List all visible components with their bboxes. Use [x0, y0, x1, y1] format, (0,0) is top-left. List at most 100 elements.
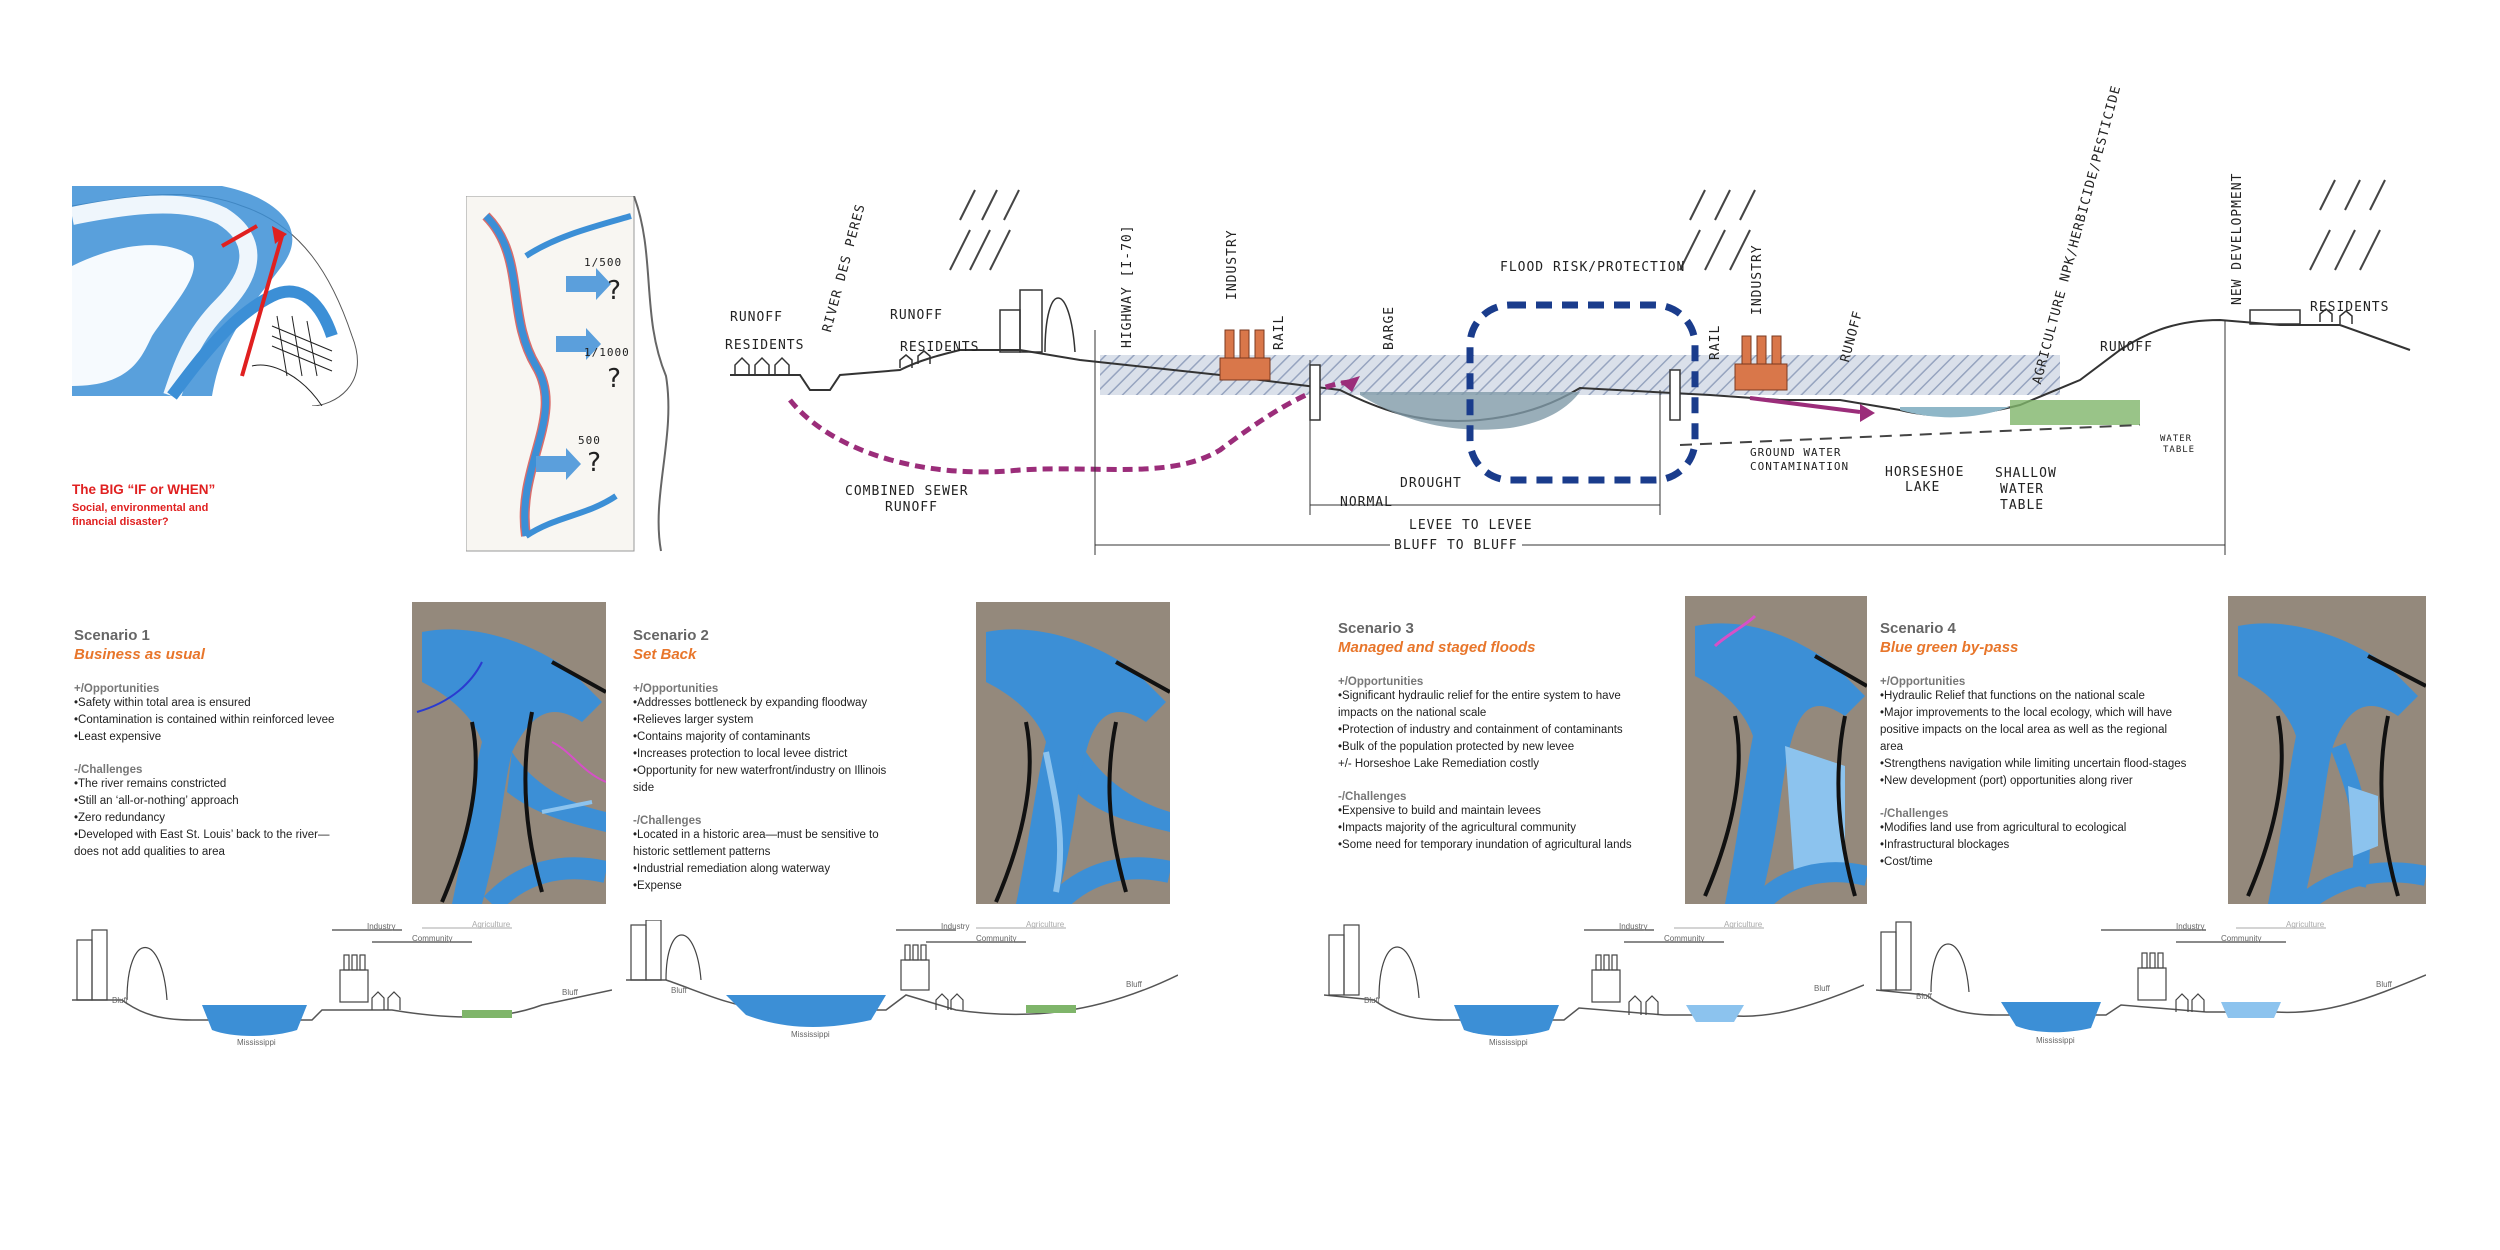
- bullet: side: [633, 782, 655, 794]
- bullet: •Least expensive: [74, 731, 162, 743]
- label-community: Community: [976, 934, 1017, 943]
- bullet: •Addresses bottleneck by expanding flood…: [633, 697, 868, 709]
- section-label-drought: DROUGHT: [1400, 476, 1462, 491]
- section-sketch: RUNOFF RESIDENTS RIVER DES PERES RUNOFF …: [720, 84, 2440, 560]
- small-section-4: Industry Community Agriculture Bluff Blu…: [1875, 920, 2427, 1050]
- aerial-map-2: [976, 602, 1173, 912]
- sketch-label: ?: [606, 364, 623, 394]
- bullet: •Expense: [633, 880, 682, 892]
- challenges-heading: -/Challenges: [74, 764, 143, 776]
- bullet: historic settlement patterns: [633, 846, 771, 858]
- bullet: •Relieves larger system: [633, 714, 754, 726]
- scenario-title: Scenario 3: [1338, 620, 1414, 637]
- bullet: •Infrastructural blockages: [1880, 839, 2010, 851]
- bullet: positive impacts on the local area as we…: [1880, 724, 2168, 736]
- sketch-label: 1/1000: [584, 346, 630, 359]
- label-bluff: Bluff: [112, 996, 128, 1005]
- opportunities-heading: +/Opportunities: [1338, 676, 1424, 688]
- bullet: •Strengthens navigation while limiting u…: [1880, 758, 2187, 770]
- label-bluff: Bluff: [1364, 996, 1380, 1005]
- intro-subtitle-line: Social, environmental and: [72, 502, 209, 514]
- sketch-map: 1/500 ? 1/1000 ? 500 ?: [465, 195, 676, 556]
- section-label-watertable: WATER: [2160, 434, 2193, 444]
- challenges-heading: -/Challenges: [1880, 808, 1949, 820]
- bullet: •Zero redundancy: [74, 812, 165, 824]
- section-label-residents: RESIDENTS: [900, 340, 980, 355]
- bullet: •The river remains constricted: [74, 778, 227, 790]
- label-mississippi: Mississippi: [2036, 1036, 2075, 1045]
- intro-title: The BIG “IF or WHEN” Social, environment…: [72, 482, 215, 529]
- scenario-name: Managed and staged floods: [1338, 639, 1536, 656]
- label-bluff: Bluff: [1814, 984, 1830, 993]
- label-bluff: Bluff: [562, 988, 578, 997]
- bullet: •Opportunity for new waterfront/industry…: [633, 765, 887, 777]
- section-label-runoff: RUNOFF: [890, 308, 943, 323]
- section-label-rail: RAIL: [1272, 314, 1287, 350]
- sketch-label: ?: [586, 448, 603, 478]
- section-label-sewer-runoff: RUNOFF: [885, 500, 938, 515]
- bullet: •Hydraulic Relief that functions on the …: [1880, 690, 2145, 702]
- sketch-label: 1/500: [584, 256, 623, 269]
- bullet: does not add qualities to area: [74, 846, 225, 858]
- intro-heading: The BIG “IF or WHEN”: [72, 482, 216, 497]
- section-label-groundwater: GROUND WATER: [1750, 446, 1842, 459]
- scenario-4: Scenario 4 Blue green by-pass +/Opportun…: [1880, 620, 2220, 871]
- section-label-sewer: COMBINED SEWER: [845, 484, 969, 499]
- bullet: •Located in a historic area—must be sens…: [633, 829, 879, 841]
- label-agriculture: Agriculture: [1724, 920, 1763, 929]
- label-agriculture: Agriculture: [1026, 920, 1065, 929]
- aerial-map-1: [412, 602, 609, 912]
- intro-river-map: [70, 186, 412, 407]
- label-bluff: Bluff: [1916, 992, 1932, 1001]
- label-bluff: Bluff: [1126, 980, 1142, 989]
- section-label-horseshoe: HORSESHOE: [1885, 465, 1965, 480]
- scenario-2: Scenario 2 Set Back +/Opportunities •Add…: [633, 627, 933, 895]
- bullet: •Increases protection to local levee dis…: [633, 748, 848, 760]
- label-community: Community: [1664, 934, 1705, 943]
- scenario-1: Scenario 1 Business as usual +/Opportuni…: [74, 627, 374, 861]
- label-community: Community: [412, 934, 453, 943]
- section-label-normal: NORMAL: [1340, 495, 1393, 510]
- label-industry: Industry: [367, 922, 396, 931]
- label-bluff: Bluff: [671, 986, 687, 995]
- bullet: area: [1880, 741, 1904, 753]
- section-label-bluff: BLUFF TO BLUFF: [1390, 538, 1522, 553]
- section-label-groundwater: CONTAMINATION: [1750, 460, 1850, 473]
- aerial-map-3: [1685, 596, 1870, 911]
- section-label-residents: RESIDENTS: [725, 338, 805, 353]
- label-agriculture: Agriculture: [472, 920, 511, 929]
- scenario-name: Set Back: [633, 646, 697, 663]
- intro-subtitle-line: financial disaster?: [72, 516, 169, 528]
- section-label-watertable: TABLE: [2163, 445, 2196, 455]
- label-mississippi: Mississippi: [1489, 1038, 1528, 1047]
- bullet: •Modifies land use from agricultural to …: [1880, 822, 2127, 834]
- bullet: •Industrial remediation along waterway: [633, 863, 831, 875]
- bullet: •Bulk of the population protected by new…: [1338, 741, 1575, 753]
- challenges-heading: -/Challenges: [633, 815, 702, 827]
- bullet: •Contamination is contained within reinf…: [74, 714, 335, 726]
- label-community: Community: [2221, 934, 2262, 943]
- bullet: •Still an ‘all-or-nothing’ approach: [74, 795, 239, 807]
- bullet: •Significant hydraulic relief for the en…: [1338, 690, 1621, 702]
- section-label-new-development: NEW DEVELOPMENT: [2230, 172, 2245, 305]
- section-label-runoff: RUNOFF: [2100, 340, 2153, 355]
- bullet: •Some need for temporary inundation of a…: [1338, 839, 1632, 851]
- scenario-title: Scenario 4: [1880, 620, 1956, 637]
- opportunities-heading: +/Opportunities: [1880, 676, 1966, 688]
- small-section-2: Industry Community Agriculture Bluff Blu…: [626, 919, 1179, 1050]
- bullet: •Expensive to build and maintain levees: [1338, 805, 1541, 817]
- section-label-highway: HIGHWAY [I-70]: [1120, 224, 1135, 348]
- section-label-residents: RESIDENTS: [2310, 300, 2390, 315]
- section-label-industry: INDUSTRY: [1225, 229, 1240, 300]
- scenario-name: Blue green by-pass: [1880, 639, 2019, 656]
- bullet: •Developed with East St. Louis’ back to …: [74, 829, 330, 841]
- small-section-3: Industry Community Agriculture Bluff Blu…: [1323, 920, 1865, 1050]
- aerial-map-4: [2228, 596, 2429, 912]
- label-industry: Industry: [941, 922, 970, 931]
- bullet: •Contains majority of contaminants: [633, 731, 811, 743]
- bullet: •Cost/time: [1880, 856, 1933, 868]
- scenario-name: Business as usual: [74, 646, 205, 663]
- label-mississippi: Mississippi: [237, 1038, 276, 1047]
- bullet: •Safety within total area is ensured: [74, 697, 251, 709]
- section-label-industry: INDUSTRY: [1750, 244, 1765, 315]
